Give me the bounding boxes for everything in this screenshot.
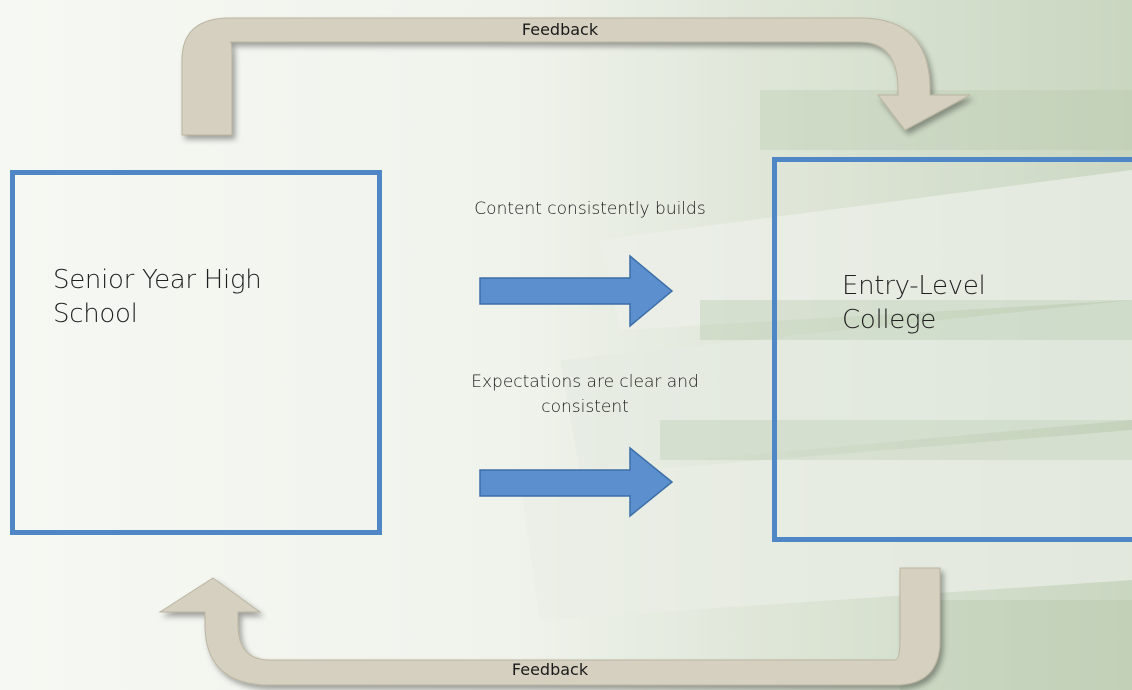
caption-content-builds: Content consistently builds [474,199,706,219]
expectations-arrow [479,446,674,518]
caption-expectations-line1: Expectations are clear and [471,372,699,392]
feedback-loop-bottom-arrow [158,567,941,686]
entry-level-label: Entry-Level College [842,269,1102,337]
senior-year-label: Senior Year High School [53,263,353,331]
senior-year-label-line2: School [53,299,138,329]
senior-year-label-line1: Senior Year High [53,265,262,295]
entry-level-label-line2: College [842,305,937,335]
content-builds-arrow [479,254,674,328]
feedback-loop-top-arrow [181,17,971,136]
caption-expectations-line2: consistent [541,397,629,417]
entry-level-box [772,157,1132,542]
feedback-label-top: Feedback [521,20,599,39]
entry-level-label-line1: Entry-Level [842,271,986,301]
feedback-label-bottom: Feedback [511,660,589,679]
senior-year-box [10,170,382,535]
caption-expectations: Expectations are clear and consistent [410,370,760,420]
